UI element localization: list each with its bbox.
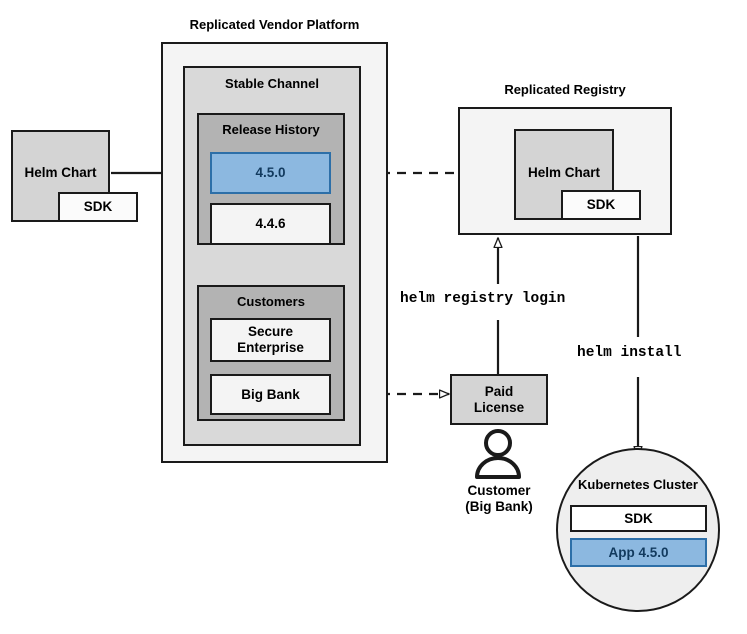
cluster-component-app[interactable]: App 4.5.0: [570, 538, 707, 567]
paid-license-line1: Paid: [484, 383, 514, 399]
customer-secure-line2: Enterprise: [237, 340, 304, 355]
kubernetes-cluster-title: Kubernetes Cluster: [578, 477, 698, 492]
paid-license-line2: License: [473, 399, 525, 415]
stable-channel-title: Stable Channel: [225, 76, 319, 91]
customer-secure-enterprise[interactable]: Secure Enterprise: [210, 318, 331, 362]
command-label-helm-registry-login: helm registry login: [400, 291, 566, 307]
command-label-helm-install: helm install: [577, 345, 682, 361]
customer-actor-line2: (Big Bank): [465, 499, 533, 515]
registry-title: Replicated Registry: [504, 82, 626, 97]
source-helm-chart-sdk[interactable]: SDK: [58, 192, 138, 222]
customer-big-bank[interactable]: Big Bank: [210, 374, 331, 415]
release-history-title: Release History: [222, 122, 320, 137]
platform-title: Replicated Vendor Platform: [189, 17, 360, 32]
cluster-component-sdk[interactable]: SDK: [570, 505, 707, 532]
release-version-4-4-6[interactable]: 4.4.6: [210, 203, 331, 245]
customer-actor-label: Customer (Big Bank): [430, 483, 568, 515]
customers-title: Customers: [237, 294, 305, 309]
registry-helm-chart-sdk[interactable]: SDK: [561, 190, 641, 220]
paid-license-node[interactable]: Paid License: [450, 374, 548, 425]
customer-secure-line1: Secure: [247, 324, 294, 340]
customer-actor-line1: Customer: [467, 483, 531, 498]
person-icon: [475, 429, 521, 479]
release-version-4-5-0[interactable]: 4.5.0: [210, 152, 331, 194]
